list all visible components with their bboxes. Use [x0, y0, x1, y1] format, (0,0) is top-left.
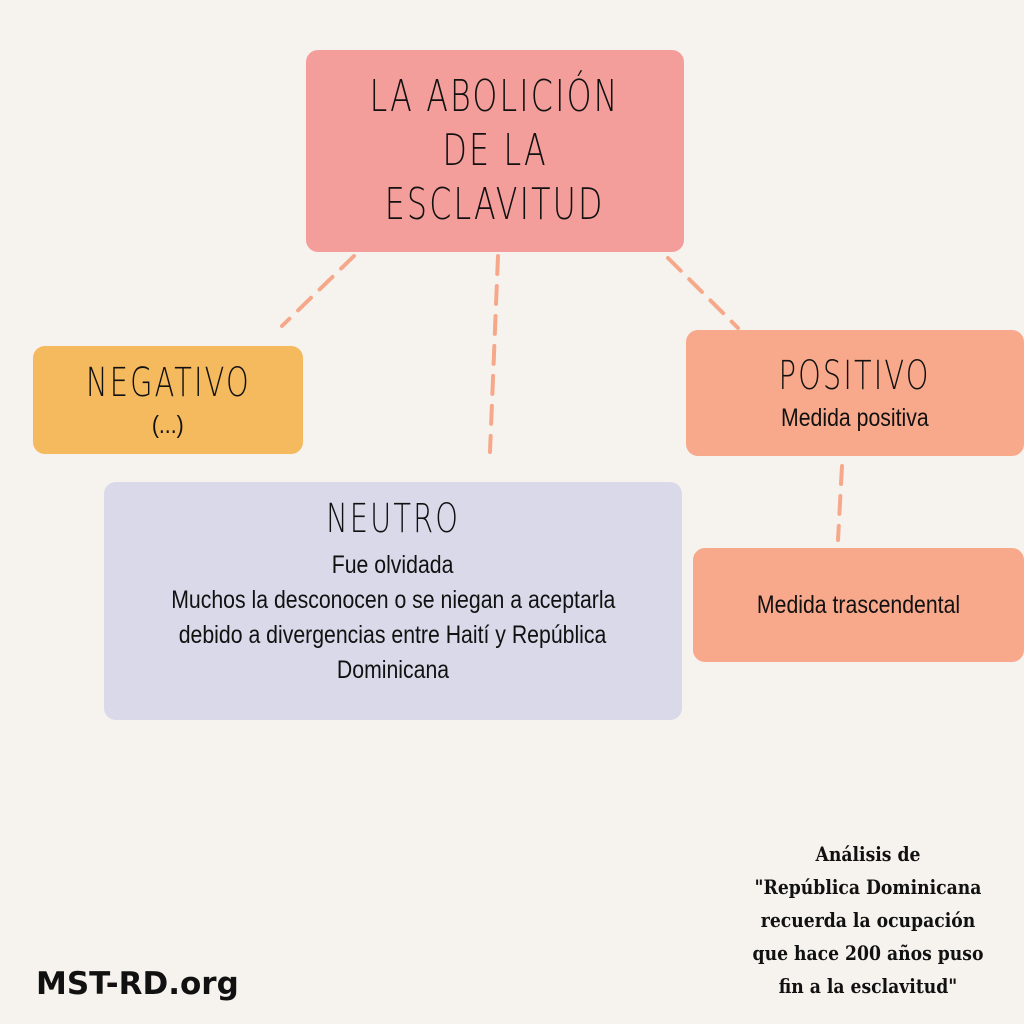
connector-positivo-sub — [836, 464, 844, 542]
source-caption: Análisis de "República Dominicana recuer… — [700, 838, 1024, 1003]
title-line: LA ABOLICIÓN — [370, 71, 620, 122]
positivo-sub-text: Medida trascendental — [756, 590, 961, 619]
negativo-box: NEGATIVO (...) — [33, 346, 303, 454]
source-line: "República Dominicana — [754, 875, 982, 899]
source-line: recuerda la ocupación — [760, 908, 976, 932]
positivo-sub-box: Medida trascendental — [693, 548, 1024, 662]
neutro-line: Fue olvidada — [332, 551, 454, 579]
connector-positivo — [666, 256, 740, 330]
source-line: Análisis de — [815, 842, 921, 866]
title-line: DE LA — [442, 125, 548, 176]
source-line: fin a la esclavitud" — [778, 974, 958, 998]
title-line: ESCLAVITUD — [385, 179, 605, 230]
site-credit: MST-RD.org — [36, 966, 239, 1002]
neutro-box: NEUTRO Fue olvidada Muchos la desconocen… — [104, 482, 682, 720]
positivo-text: Medida positiva — [781, 403, 929, 432]
positivo-heading: POSITIVO — [778, 352, 932, 399]
neutro-line: Dominicana — [336, 656, 450, 684]
neutro-heading: NEUTRO — [325, 496, 461, 542]
neutro-line: debido a divergencias entre Haití y Repú… — [179, 621, 607, 649]
source-line: que hace 200 años puso — [752, 941, 984, 965]
neutro-line: Muchos la desconocen o se niegan a acept… — [170, 586, 616, 614]
negativo-heading: NEGATIVO — [85, 359, 251, 406]
negativo-text: (...) — [152, 410, 184, 439]
title-box: LA ABOLICIÓN DE LA ESCLAVITUD — [306, 50, 684, 252]
connector-negativo — [280, 254, 356, 328]
positivo-box: POSITIVO Medida positiva — [686, 330, 1024, 456]
connector-neutro — [488, 254, 500, 454]
